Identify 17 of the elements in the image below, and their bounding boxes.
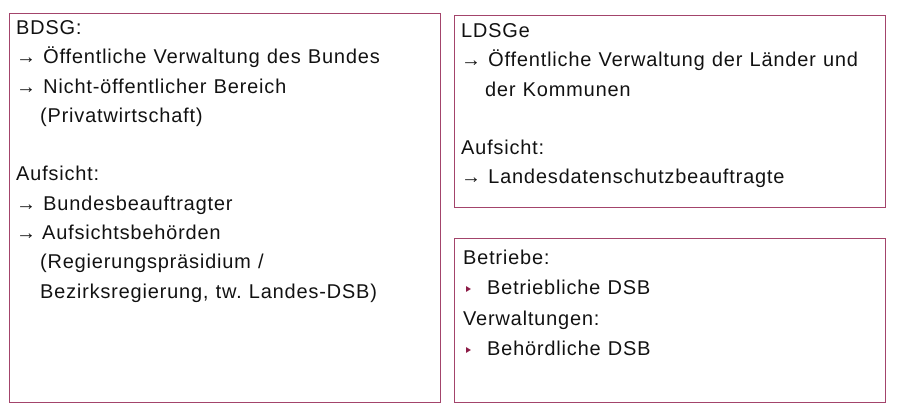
list-item: → Bundesbeauftragter <box>16 192 234 217</box>
list-item: → Landesdatenschutzbeauftragte <box>461 165 786 190</box>
list-item: Behördliche DSB <box>463 334 875 364</box>
heading-text: BDSG: <box>16 16 84 41</box>
list-item: → Aufsichtsbehörden (Regierungspräsidium / Bezirksregierung, tw. Landes-DSB) <box>16 221 379 305</box>
subheading-text: Verwaltungen: <box>463 306 602 332</box>
list-item: Betriebliche DSB <box>463 273 875 304</box>
text-panel <box>454 15 886 208</box>
list-item: → Öffentliche Verwaltung der Länder und der Kommunen <box>461 48 860 103</box>
list-item: → Öffentliche Verwaltung des Bundes <box>16 45 382 70</box>
heading-text: LDSGe <box>461 19 532 44</box>
list-item: → Nicht-öffentlicher Bereich (Privatwirtschaft) <box>16 74 288 129</box>
text-panel <box>454 238 886 403</box>
subheading-text: Aufsicht: <box>461 136 546 162</box>
text-panel <box>9 13 441 403</box>
subheading-text: Betriebe: <box>463 246 552 271</box>
subheading-text: Aufsicht: <box>16 162 101 188</box>
